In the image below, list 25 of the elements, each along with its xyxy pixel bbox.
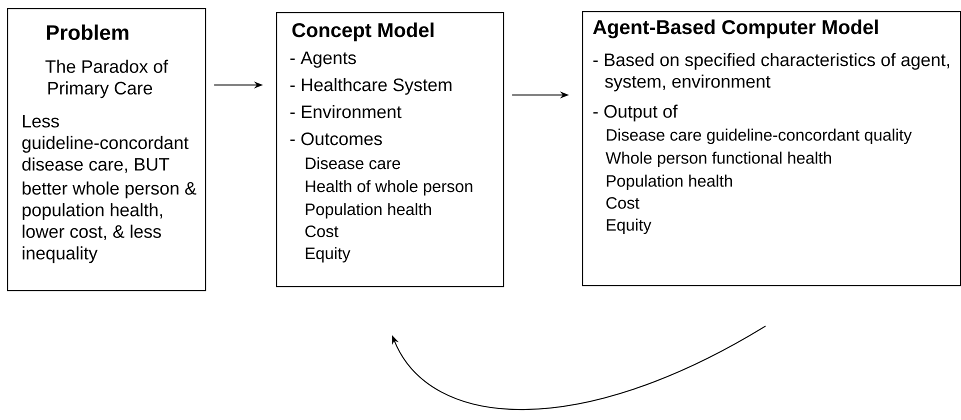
arrow <box>392 326 766 410</box>
list-item: Population health <box>306 203 431 218</box>
list-item: Cost <box>305 226 338 238</box>
list-item: - Based on specified characteristics of agent, system, environment <box>593 52 950 92</box>
text-box <box>582 11 961 286</box>
list-item: - Outcomes <box>290 132 382 146</box>
list-item: Disease care guideline-concordant quality <box>606 128 912 144</box>
list-item: Equity <box>306 247 350 262</box>
text-box <box>276 12 504 288</box>
list-item: Whole person functional health <box>606 152 831 168</box>
list-item: - Output of <box>593 104 678 122</box>
list-item: Equity <box>606 218 652 234</box>
list-item: - Agents <box>290 52 356 68</box>
list-item: - Environment <box>290 104 402 118</box>
subtitle: The Paradox of Primary Care <box>45 60 168 98</box>
list-item: Disease care <box>306 157 400 170</box>
box-heading: Agent-Based Computer Model <box>593 20 878 38</box>
list-item: Population health <box>606 174 732 190</box>
box-heading: Problem <box>46 24 128 40</box>
list-item: Health of whole person <box>306 180 472 196</box>
text-box <box>7 8 206 292</box>
list-item: Cost <box>606 197 640 209</box>
box-heading: Concept Model <box>292 22 434 42</box>
list-item: - Healthcare System <box>290 78 452 95</box>
body-text: better whole person & population health, lower cost, & less inequality <box>22 182 196 264</box>
